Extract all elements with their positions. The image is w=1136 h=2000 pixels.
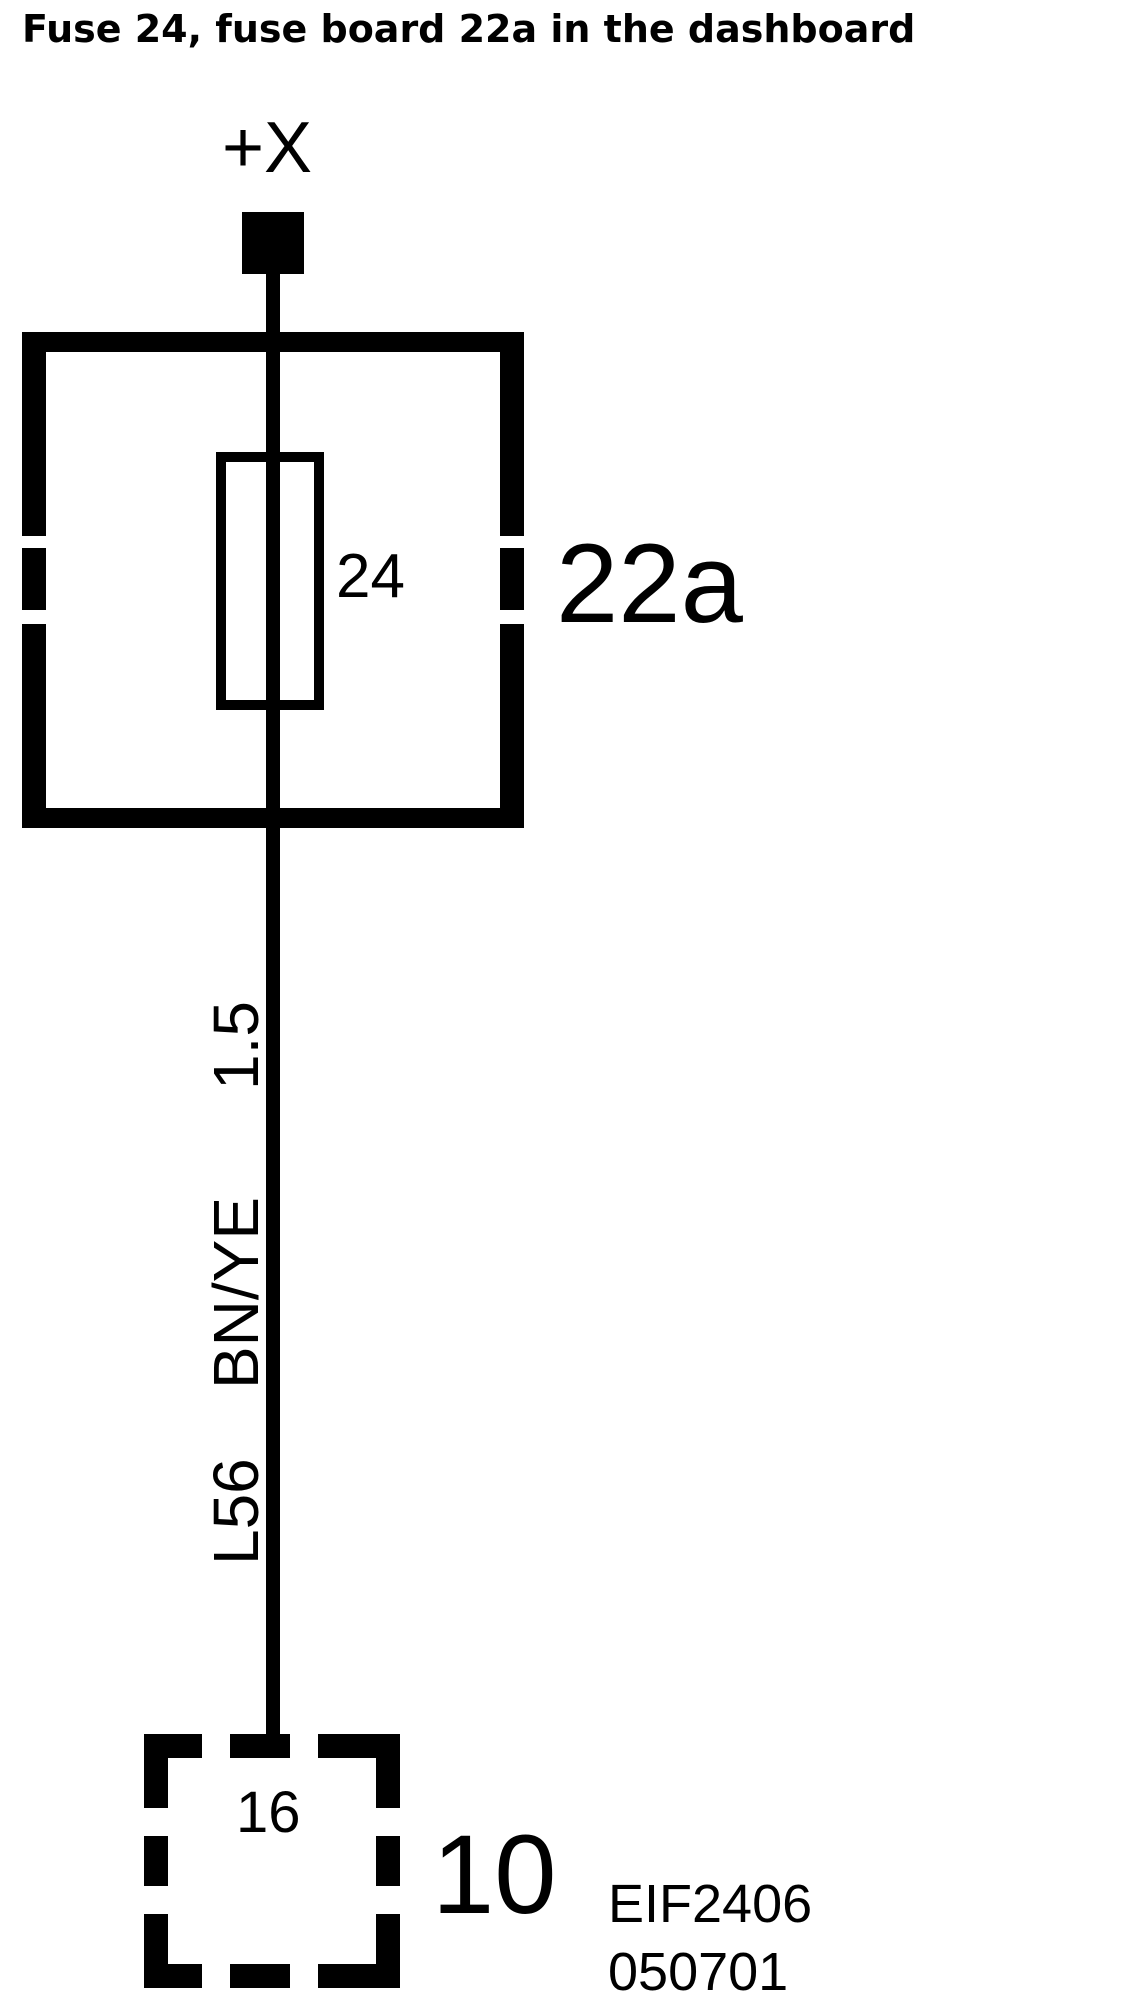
fuse-board-id: 22a	[556, 521, 744, 646]
fuse-board-frame	[22, 332, 524, 828]
fuse-element	[216, 452, 324, 710]
supply-label: +X	[222, 108, 312, 188]
wire-line	[266, 270, 280, 1736]
connector-pin: 16	[236, 1780, 301, 1845]
supply-terminal	[242, 212, 304, 274]
connector-id: 10	[432, 1812, 557, 1937]
wire-color-code: BN/YE	[200, 1197, 272, 1389]
fuse-number: 24	[336, 542, 405, 611]
connector-frame	[144, 1734, 400, 1988]
drawing-ref-date: 050701	[608, 1942, 788, 2000]
wire-circuit: L56	[200, 1458, 272, 1565]
drawing-ref-code: EIF2406	[608, 1874, 812, 1934]
wire-cross-section: 1.5	[200, 1001, 272, 1090]
diagram-title: Fuse 24, fuse board 22a in the dashboard	[22, 7, 916, 51]
